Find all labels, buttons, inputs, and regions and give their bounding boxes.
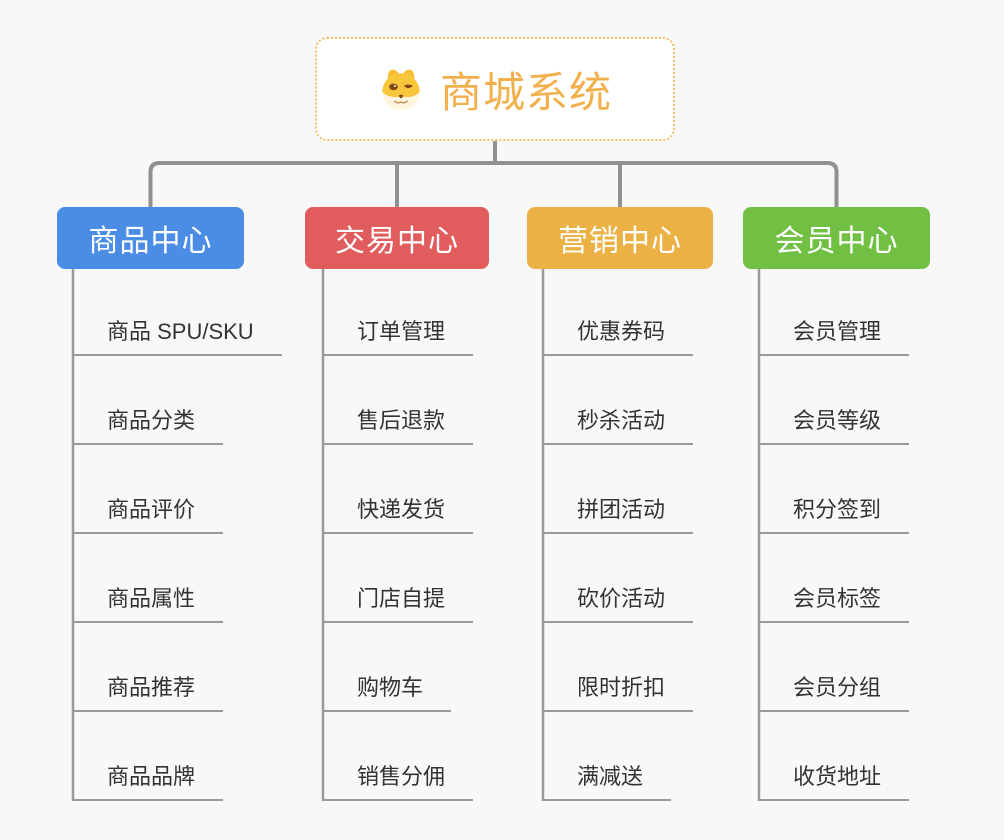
child-topic[interactable]: 会员等级 xyxy=(759,403,910,445)
child-topic-row: 满减送 xyxy=(543,712,672,801)
child-topic-row: 订单管理 xyxy=(323,267,474,356)
child-topic-row: 商品分类 xyxy=(73,356,224,445)
child-topic-row: 销售分佣 xyxy=(323,712,474,801)
branch-node-marketing-center[interactable]: 营销中心 xyxy=(527,207,713,269)
children-marketing-center: 优惠券码 秒杀活动 拼团活动 砍价活动 限时折扣 满减送 xyxy=(543,267,694,801)
child-topic-row: 限时折扣 xyxy=(543,623,694,712)
child-topic-row: 商品属性 xyxy=(73,534,224,623)
child-topic[interactable]: 会员分组 xyxy=(759,670,910,712)
child-topic-row: 优惠券码 xyxy=(543,267,694,356)
child-topic[interactable]: 收货地址 xyxy=(759,759,910,801)
branch-label: 交易中心 xyxy=(335,225,459,258)
children-product-center: 商品 SPU/SKU 商品分类 商品评价 商品属性 商品推荐 商品品牌 xyxy=(73,267,282,801)
child-topic-row: 拼团活动 xyxy=(543,445,694,534)
child-topic[interactable]: 购物车 xyxy=(323,670,452,712)
child-topic[interactable]: 商品推荐 xyxy=(73,670,224,712)
child-topic[interactable]: 满减送 xyxy=(543,759,672,801)
branch-node-product-center[interactable]: 商品中心 xyxy=(57,207,244,269)
child-topic-row: 门店自提 xyxy=(323,534,474,623)
child-topic-row: 砍价活动 xyxy=(543,534,694,623)
child-topic-row: 购物车 xyxy=(323,623,452,712)
branch-label: 会员中心 xyxy=(774,225,899,258)
child-topic-row: 收货地址 xyxy=(759,712,910,801)
child-topic[interactable]: 商品评价 xyxy=(73,492,224,534)
child-topic[interactable]: 拼团活动 xyxy=(543,492,694,534)
root-label: 商城系统 xyxy=(439,68,612,116)
child-topic[interactable]: 商品 SPU/SKU xyxy=(73,314,282,356)
child-topic[interactable]: 销售分佣 xyxy=(323,759,474,801)
child-topic[interactable]: 订单管理 xyxy=(323,314,474,356)
branch-node-member-center[interactable]: 会员中心 xyxy=(743,207,930,269)
child-topic-row: 积分签到 xyxy=(759,445,910,534)
children-member-center: 会员管理 会员等级 积分签到 会员标签 会员分组 收货地址 xyxy=(759,267,910,801)
child-topic-row: 商品品牌 xyxy=(73,712,224,801)
child-topic-row: 商品推荐 xyxy=(73,623,224,712)
child-topic-row: 会员管理 xyxy=(759,267,910,356)
dog-face-icon xyxy=(378,63,424,115)
root-node[interactable]: 商城系统 xyxy=(315,37,675,141)
branch-label: 营销中心 xyxy=(558,225,682,258)
child-topic-row: 售后退款 xyxy=(323,356,474,445)
child-topic[interactable]: 限时折扣 xyxy=(543,670,694,712)
child-topic[interactable]: 售后退款 xyxy=(323,403,474,445)
child-topic[interactable]: 商品品牌 xyxy=(73,759,224,801)
child-topic[interactable]: 门店自提 xyxy=(323,581,474,623)
child-topic[interactable]: 会员管理 xyxy=(759,314,910,356)
child-topic-row: 秒杀活动 xyxy=(543,356,694,445)
child-topic[interactable]: 商品属性 xyxy=(73,581,224,623)
child-topic-row: 商品评价 xyxy=(73,445,224,534)
child-topic[interactable]: 优惠券码 xyxy=(543,314,694,356)
branch-label: 商品中心 xyxy=(88,225,213,258)
child-topic[interactable]: 会员标签 xyxy=(759,581,910,623)
child-topic-row: 会员标签 xyxy=(759,534,910,623)
child-topic[interactable]: 秒杀活动 xyxy=(543,403,694,445)
child-topic[interactable]: 商品分类 xyxy=(73,403,224,445)
child-topic-row: 快递发货 xyxy=(323,445,474,534)
child-topic[interactable]: 积分签到 xyxy=(759,492,910,534)
branch-node-trade-center[interactable]: 交易中心 xyxy=(305,207,489,269)
children-trade-center: 订单管理 售后退款 快递发货 门店自提 购物车 销售分佣 xyxy=(323,267,474,801)
child-topic-row: 会员等级 xyxy=(759,356,910,445)
child-topic-row: 商品 SPU/SKU xyxy=(73,267,282,356)
child-topic-row: 会员分组 xyxy=(759,623,910,712)
child-topic[interactable]: 快递发货 xyxy=(323,492,474,534)
child-topic[interactable]: 砍价活动 xyxy=(543,581,694,623)
